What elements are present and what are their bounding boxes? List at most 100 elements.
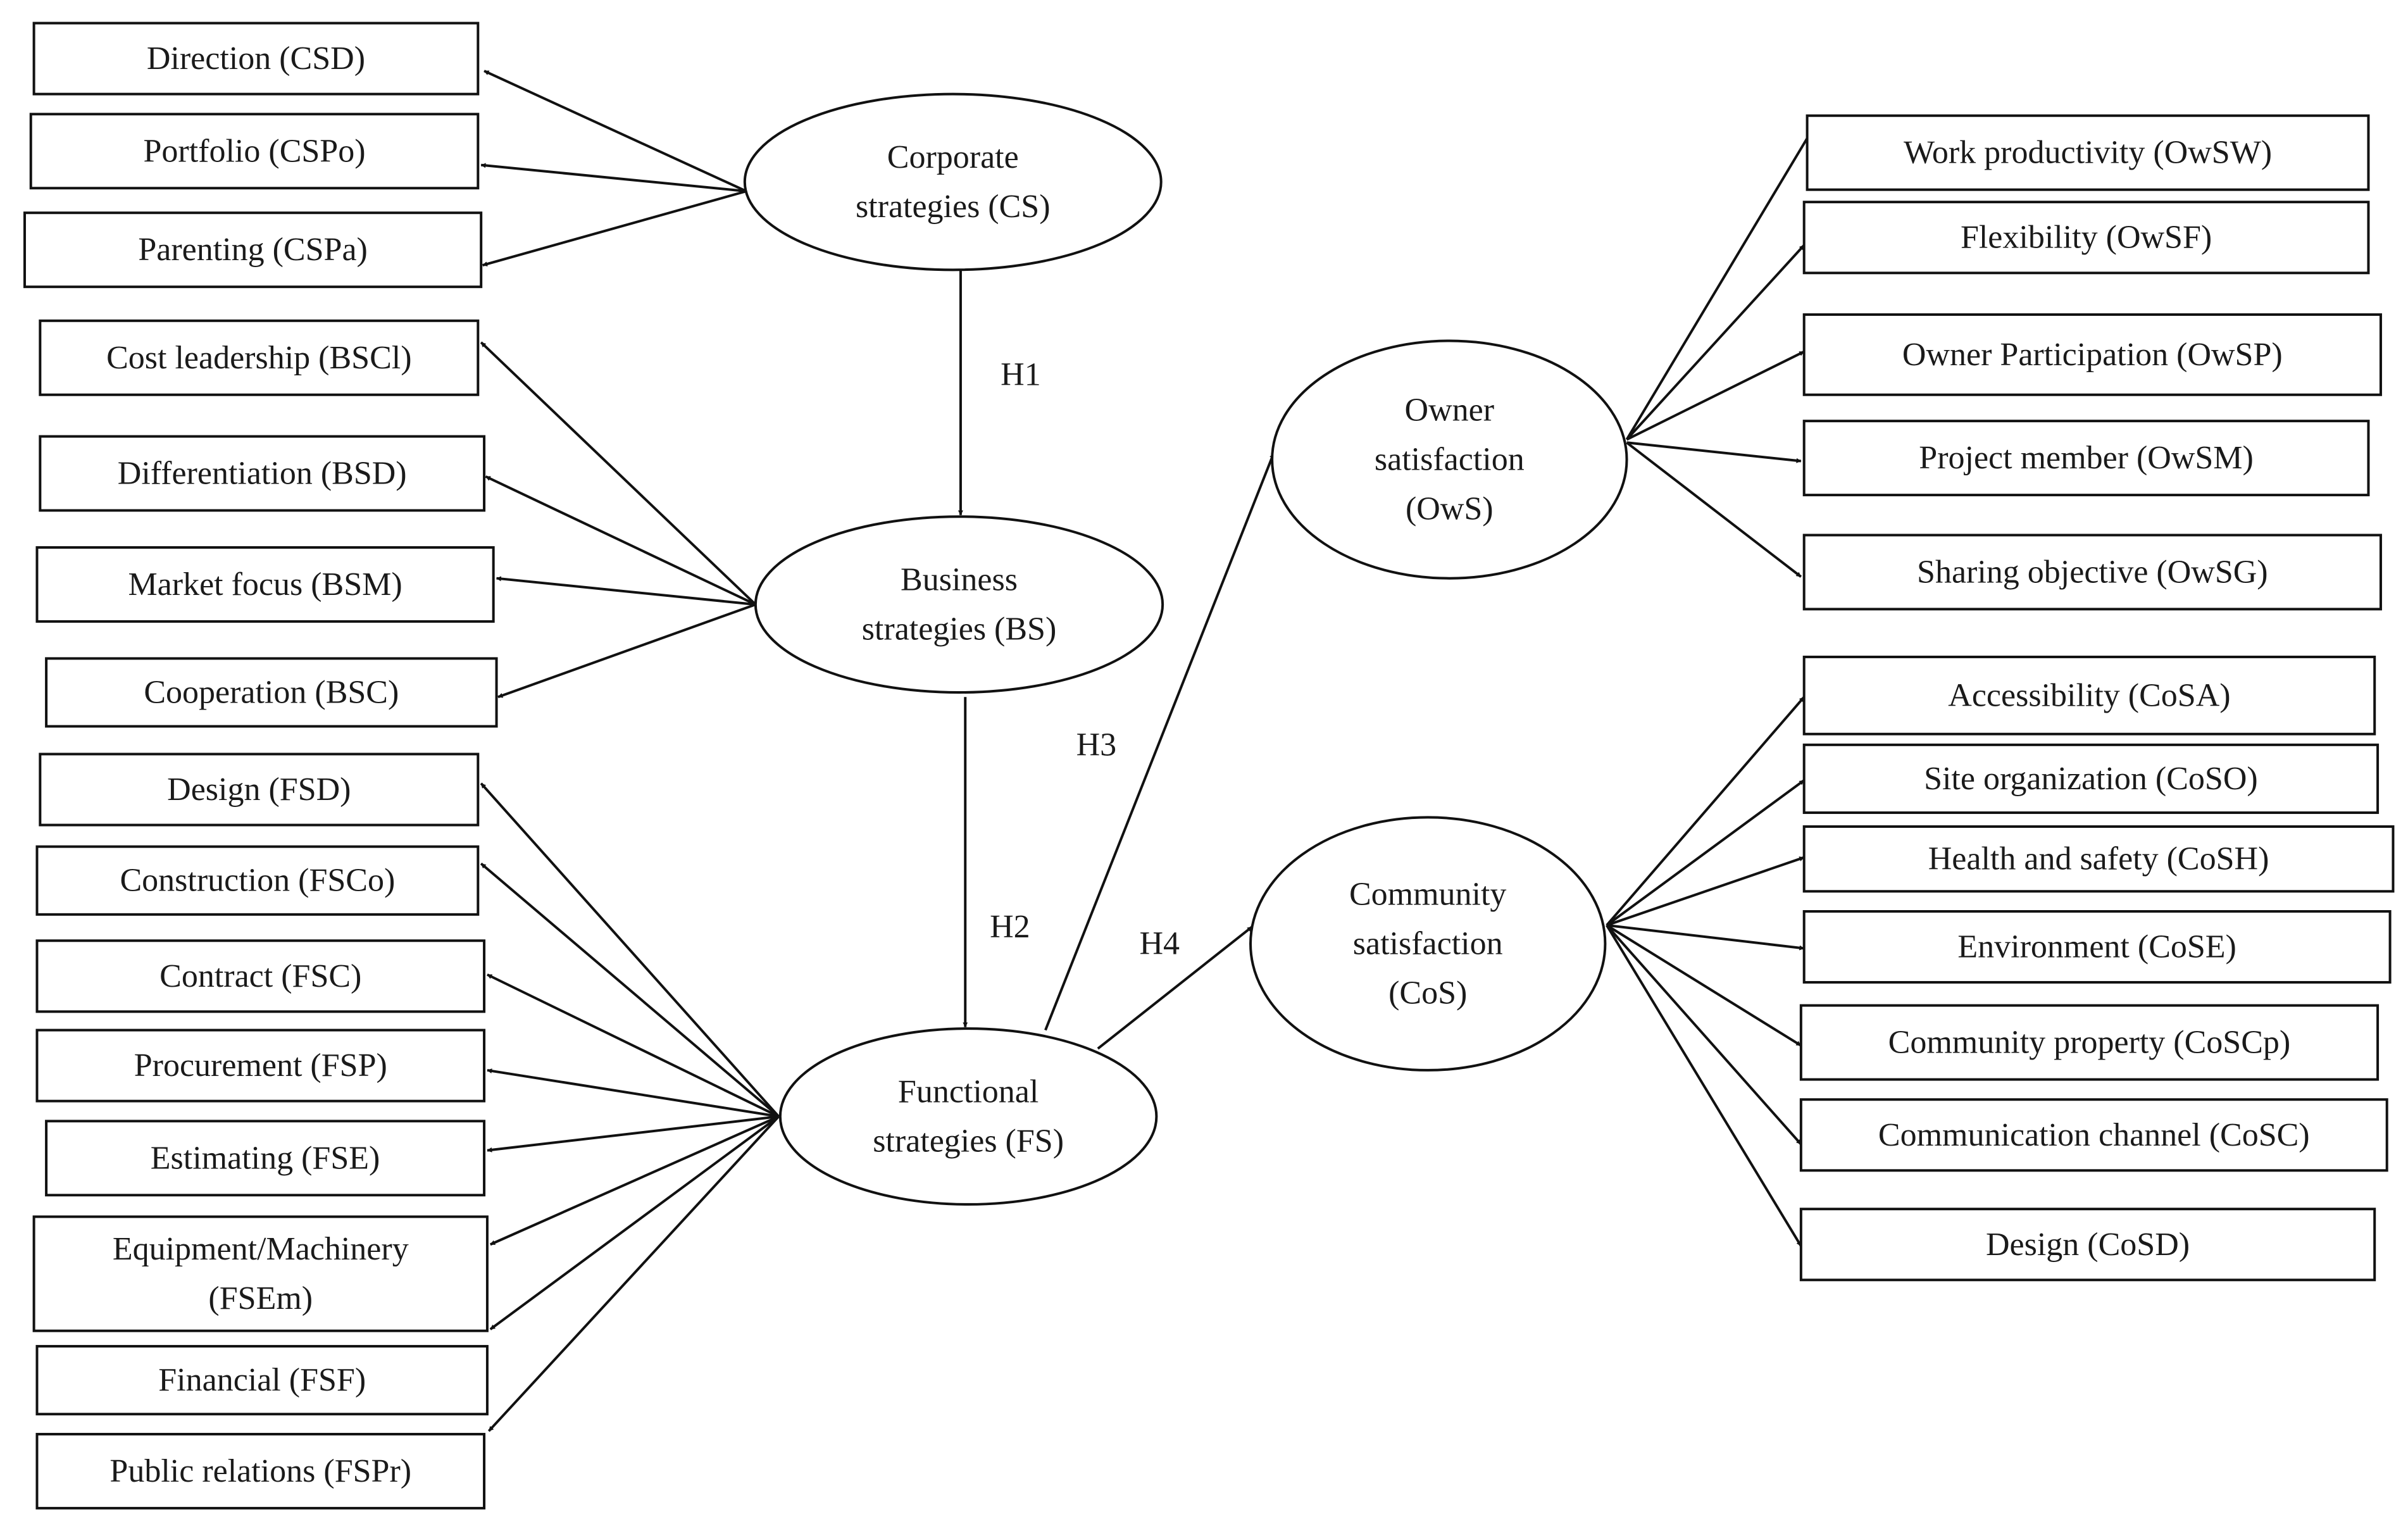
arrow-fs-to-ows [1044, 453, 1275, 1031]
indicator-box-csd [32, 22, 480, 96]
arrow-cos-to-coscp [1606, 924, 1802, 1047]
indicator-box-bsc [45, 657, 498, 728]
indicator-cosc-label: Communication channel (CoSC) [1878, 1117, 2310, 1153]
indicator-box-fspr [35, 1432, 486, 1510]
arrow-cos-to-coso [1606, 779, 1805, 927]
indicator-owsw-label: Work productivity (OwSW) [1904, 135, 2272, 171]
indicator-box-cosh [1802, 825, 2395, 893]
arrow-ows-to-owsg [1626, 441, 1802, 578]
indicator-fsco-label: Construction (FSCo) [120, 863, 395, 899]
indicator-fse-label: Estimating (FSE) [151, 1140, 380, 1176]
construct-ows-label-line-2: satisfaction [1375, 442, 1525, 478]
indicator-box-owsf [1802, 201, 2370, 275]
indicator-box-fsp [35, 1028, 486, 1103]
construct-bs-label-line-2: strategies (BS) [862, 611, 1057, 647]
construct-cs-label-line-2: strategies (CS) [856, 189, 1051, 225]
arrow-fs-to-cos [1097, 925, 1253, 1050]
indicator-box-cosa [1802, 655, 2376, 735]
indicator-owsg-label: Sharing objective (OwSG) [1917, 554, 2268, 590]
hypothesis-label-h3: H3 [1076, 727, 1117, 763]
arrow-fs-to-fsem-a [489, 1115, 780, 1246]
construct-cos-label-line-1: Community [1349, 877, 1506, 913]
indicator-box-bsd [39, 435, 486, 512]
indicator-box-cose [1802, 910, 2392, 984]
construct-ellipse-cos [1249, 816, 1607, 1072]
indicator-owsf-label: Flexibility (OwSF) [1961, 220, 2212, 256]
indicator-bsm-label: Market focus (BSM) [128, 566, 402, 603]
indicator-cosa-label: Accessibility (CoSA) [1948, 677, 2230, 713]
construct-ellipse-cs [743, 92, 1163, 272]
construct-ellipse-ows [1271, 339, 1628, 580]
indicator-fsem-label-line-1: Equipment/Machinery [113, 1231, 409, 1267]
arrow-fs-to-fsc [487, 973, 780, 1118]
construct-cs-label-line-1: Corporate [887, 139, 1019, 175]
arrow-cos-to-cosh [1606, 856, 1805, 927]
indicator-box-fsf [35, 1345, 489, 1416]
indicator-owsm-label: Project member (OwSM) [1919, 440, 2254, 476]
indicator-fsp-label: Procurement (FSP) [134, 1047, 387, 1084]
hypothesis-label-h1: H1 [1001, 357, 1041, 393]
arrow-cs-to-cspo [480, 163, 747, 193]
indicator-fsc-label: Contract (FSC) [159, 958, 361, 994]
construct-ellipse-bs [754, 515, 1164, 694]
arrow-fs-to-fspr [487, 1115, 780, 1432]
indicator-box-owsp [1802, 313, 2382, 396]
indicator-box-owsw [1806, 114, 2370, 191]
arrow-ows-to-owsp [1626, 350, 1805, 441]
indicator-csd-label: Direction (CSD) [147, 41, 365, 77]
indicator-fspr-label: Public relations (FSPr) [109, 1453, 411, 1489]
indicator-cspa-label: Parenting (CSPa) [138, 232, 368, 268]
indicator-box-fsem [32, 1215, 489, 1332]
indicator-fsf-label: Financial (FSF) [158, 1362, 366, 1398]
arrow-cos-to-cosa [1606, 696, 1806, 927]
arrow-cs-to-csd [483, 70, 747, 192]
indicator-box-cspo [29, 113, 480, 190]
indicator-coso-label: Site organization (CoSO) [1924, 761, 2258, 797]
indicator-fsd-label: Design (FSD) [167, 772, 351, 808]
construct-ellipse-fs [778, 1027, 1158, 1206]
indicator-box-bsm [35, 546, 495, 623]
hypothesis-label-h2: H2 [990, 909, 1030, 945]
indicator-cosh-label: Health and safety (CoSH) [1928, 841, 2269, 877]
indicator-box-fsd [39, 753, 480, 827]
arrow-bs-to-bsc [497, 603, 756, 699]
arrow-fs-to-fsd [480, 782, 780, 1118]
indicator-cosd-label: Design (CoSD) [1986, 1227, 2190, 1263]
construct-cos-label-line-3: (CoS) [1388, 975, 1467, 1011]
construct-ows-label-line-3: (OwS) [1406, 491, 1494, 527]
arrow-fs-to-fse [487, 1115, 779, 1153]
indicator-box-coso [1802, 743, 2380, 815]
indicator-box-cosd [1799, 1208, 2376, 1282]
indicator-cspo-label: Portfolio (CSPo) [143, 133, 365, 169]
arrow-fs-to-fsp [487, 1068, 779, 1118]
indicator-bsc-label: Cooperation (BSC) [144, 674, 399, 710]
indicator-bsd-label: Differentiation (BSD) [118, 456, 407, 492]
indicator-box-owsm [1802, 420, 2370, 497]
indicator-bscl-label: Cost leadership (BSCl) [106, 340, 411, 376]
indicator-box-bscl [39, 319, 480, 396]
arrow-fs-to-fsem-b [489, 1115, 780, 1330]
arrow-ows-to-owsf [1626, 244, 1806, 441]
arrow-cs-to-cspa [482, 190, 747, 267]
construct-cos-label-line-2: satisfaction [1353, 926, 1503, 962]
indicator-box-fse [45, 1120, 486, 1197]
arrow-cos-to-cosc [1606, 924, 1802, 1146]
arrow-cos-to-cose [1606, 923, 1805, 951]
indicator-box-coscp [1799, 1004, 2380, 1081]
arrow-bs-to-bsd [485, 475, 756, 606]
arrow-ows-to-owsm [1626, 441, 1802, 463]
indicator-cose-label: Environment (CoSE) [1957, 929, 2236, 965]
construct-bs-label-line-1: Business [901, 562, 1018, 598]
indicator-box-fsco [35, 845, 480, 916]
indicator-fsem-label-line-2: (FSEm) [208, 1280, 313, 1316]
indicator-box-owsg [1802, 534, 2382, 611]
indicator-box-fsc [35, 939, 486, 1013]
arrow-fs-to-fsco [480, 862, 780, 1118]
arrow-cos-to-cosd [1606, 924, 1802, 1247]
construct-fs-label-line-1: Functional [898, 1074, 1039, 1110]
indicator-box-cosc [1799, 1098, 2388, 1172]
indicator-coscp-label: Community property (CoSCp) [1888, 1025, 2291, 1061]
arrow-ows-to-owsw [1625, 127, 1815, 441]
arrow-bs-to-bscl [480, 341, 757, 606]
